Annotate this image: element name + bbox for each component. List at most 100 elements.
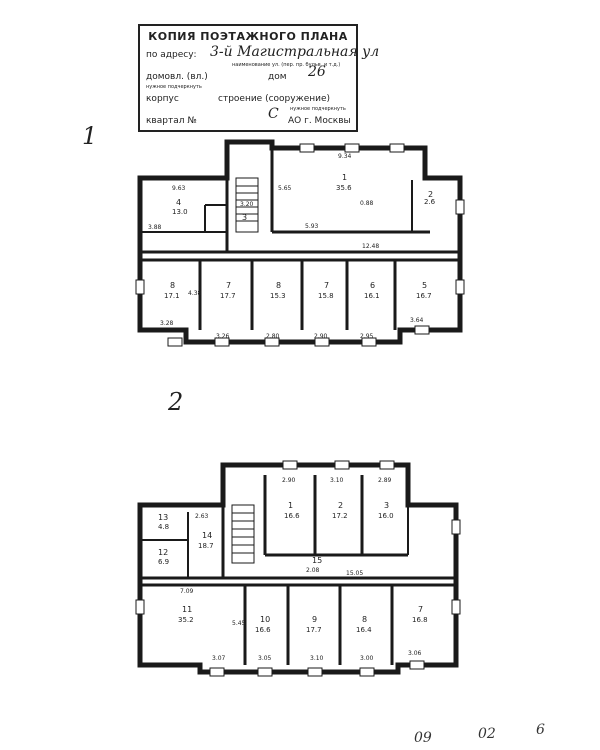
f1-room-area-6: 15.8 [318, 292, 334, 300]
stamp-kvartal-label: квартал № [146, 116, 197, 126]
stamp-address-hint: наименование ул. (пер. пр. бульв. и т.д.… [232, 62, 341, 68]
f1-room-area-0: 35.6 [336, 184, 352, 192]
f1-room-area-7: 15.3 [270, 292, 286, 300]
f2-dim-7: 5.45 [232, 620, 246, 627]
f1-room-num-5: 6 [370, 281, 375, 290]
f2-room-area-5: 6.9 [158, 558, 169, 566]
f2-dim-5: 15.05 [346, 570, 363, 577]
stamp-address-label: по адресу: [146, 50, 197, 60]
f2-room-num-11: 15 [312, 556, 322, 565]
f2-room-num-3: 14 [202, 531, 212, 540]
floor-1-marker: 1 [82, 122, 98, 150]
f2-room-area-4: 4.8 [158, 523, 169, 531]
f2-dim-4: 7.09 [180, 588, 194, 595]
f1-room-num-2: 3 [242, 213, 247, 222]
f1-dim-2: 9.63 [172, 185, 186, 192]
f1-dim-6: 12.48 [362, 243, 379, 250]
f2-dim-9: 3.10 [310, 655, 324, 662]
stamp-stroenie-hint: нужное подчеркнуть [290, 106, 346, 112]
f2-room-area-0: 16.6 [284, 512, 300, 520]
f2-room-num-10: 7 [418, 605, 423, 614]
f1-dim-1: 5.65 [278, 185, 292, 192]
f1-room-num-4: 5 [422, 281, 427, 290]
f2-room-num-9: 8 [362, 615, 367, 624]
f2-dim-8: 3.05 [258, 655, 272, 662]
footer-mark-c: 6 [536, 722, 545, 738]
f1-dim-9: 3.28 [160, 320, 174, 327]
stamp-dom-value: 26 [308, 64, 326, 80]
f2-dim-3: 2.63 [195, 513, 209, 520]
stamp-korpus-label: корпус [146, 94, 179, 104]
f1-room-num-0: 1 [342, 173, 347, 182]
f1-room-num-3: 4 [176, 198, 181, 207]
footer-mark-b: 02 [478, 726, 496, 742]
f2-room-area-2: 16.0 [378, 512, 394, 520]
f2-room-num-7: 10 [260, 615, 270, 624]
floor-1-plan [135, 139, 465, 347]
f2-room-num-2: 3 [384, 501, 389, 510]
f2-dim-1: 3.10 [330, 477, 344, 484]
floor-1-stairs [235, 177, 259, 233]
f2-room-num-5: 12 [158, 548, 168, 557]
f1-room-num-8: 7 [226, 281, 231, 290]
stamp-house-label: домовл. (вл.) [146, 72, 208, 82]
f2-dim-6: 2.08 [306, 567, 320, 574]
floor-2-marker: 2 [168, 388, 184, 416]
f1-room-area-1: 2.6 [424, 198, 436, 206]
f2-dim-10: 3.00 [360, 655, 374, 662]
stamp-ao-label: АО г. Москвы [288, 116, 351, 126]
f1-dim-12: 2.90 [314, 333, 328, 340]
f2-dim-12: 3.07 [212, 655, 226, 662]
f1-dim-3: 3.88 [148, 224, 162, 231]
f1-room-num-1: 2 [428, 190, 433, 199]
f1-room-area-3: 13.0 [172, 208, 188, 216]
f2-dim-11: 3.06 [408, 650, 422, 657]
f1-dim-11: 2.80 [266, 333, 280, 340]
floor-2-windows [135, 460, 461, 677]
f2-room-area-9: 16.4 [356, 626, 372, 634]
f2-room-num-6: 11 [182, 605, 192, 614]
floor-1-outer-wall [137, 139, 463, 345]
f2-room-area-8: 17.7 [306, 626, 322, 634]
floor-2-stairs [231, 504, 255, 564]
f1-dim-13: 2.95 [360, 333, 374, 340]
f1-room-num-6: 7 [324, 281, 329, 290]
floor-1-windows [135, 143, 465, 347]
f2-room-num-8: 9 [312, 615, 317, 624]
f2-room-area-10: 16.8 [412, 616, 428, 624]
f2-room-area-6: 35.2 [178, 616, 194, 624]
stamp-address-handwritten: 3-й Магистральная ул [210, 44, 380, 60]
f1-dim-8: 4.38 [188, 290, 202, 297]
f2-room-area-1: 17.2 [332, 512, 348, 520]
stamp-dom-label: дом [268, 72, 287, 82]
f1-dim-4: 3.20 [240, 201, 254, 208]
f1-room-area-4: 16.7 [416, 292, 432, 300]
f2-room-num-4: 13 [158, 513, 168, 522]
f2-room-num-1: 2 [338, 501, 343, 510]
f2-dim-0: 2.90 [282, 477, 296, 484]
f1-room-area-5: 16.1 [364, 292, 380, 300]
f1-dim-14: 3.64 [410, 317, 424, 324]
stamp-kvartal-handwritten: С [268, 106, 279, 122]
stamp-stroenie-label: строение (сооружение) [218, 94, 331, 104]
floor-plan-copy-stamp: КОПИЯ ПОЭТАЖНОГО ПЛАНА по адресу: 3-й Ма… [138, 24, 379, 132]
f2-room-area-3: 18.7 [198, 542, 214, 550]
floor-1-labels: 1 35.6 2 2.6 3 4 13.0 5 16.7 6 16.1 7 15… [148, 153, 436, 340]
f1-dim-5: 5.93 [305, 223, 319, 230]
f1-dim-0: 9.34 [338, 153, 352, 160]
f1-dim-10: 3.26 [216, 333, 230, 340]
f1-dim-7: 0.88 [360, 200, 374, 207]
f1-room-num-7: 8 [276, 281, 281, 290]
floor-2-labels: 1 16.6 2 17.2 3 16.0 14 18.7 13 4.8 12 6… [158, 477, 428, 662]
stamp-house-hint: нужное подчеркнуть [146, 84, 202, 90]
f1-room-area-9: 17.1 [164, 292, 180, 300]
f1-room-area-8: 17.7 [220, 292, 236, 300]
f2-dim-2: 2.89 [378, 477, 392, 484]
f2-room-num-0: 1 [288, 501, 293, 510]
f2-room-area-7: 16.6 [255, 626, 271, 634]
stamp-title: КОПИЯ ПОЭТАЖНОГО ПЛАНА [148, 30, 348, 43]
floor-2-plan [135, 460, 461, 677]
footer-mark-a: 09 [414, 730, 432, 746]
f1-room-num-9: 8 [170, 281, 175, 290]
